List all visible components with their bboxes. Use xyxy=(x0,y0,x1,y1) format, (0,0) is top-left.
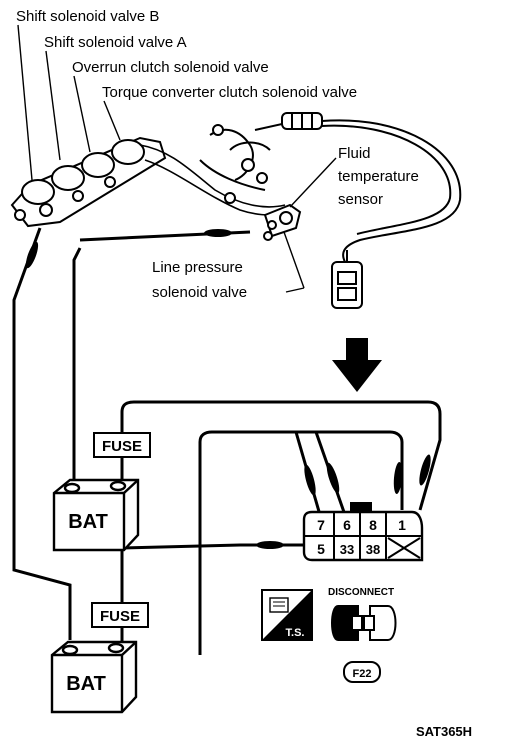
line-pressure-leader xyxy=(285,287,305,293)
label-overrun-clutch-solenoid-valve: Overrun clutch solenoid valve xyxy=(72,59,269,76)
disconnect-icon xyxy=(331,605,397,641)
label-torque-converter-clutch-solenoid-valve: Torque converter clutch solenoid valve xyxy=(102,84,357,101)
fuse-lower-label: FUSE xyxy=(100,608,140,625)
label-sensor: sensor xyxy=(338,191,383,208)
fuse-lower: FUSE xyxy=(91,602,149,628)
wiring-harness xyxy=(199,112,462,263)
fuse-upper: FUSE xyxy=(93,432,151,458)
label-shift-solenoid-valve-b: Shift solenoid valve B xyxy=(16,8,159,25)
label-temperature: temperature xyxy=(338,168,419,185)
pin-1: 1 xyxy=(398,517,406,533)
label-shift-solenoid-valve-a: Shift solenoid valve A xyxy=(44,34,187,51)
figure-id: SAT365H xyxy=(416,724,472,739)
battery-upper: BAT xyxy=(52,478,140,552)
battery-lower: BAT xyxy=(50,640,138,714)
label-solenoid-valve: solenoid valve xyxy=(152,284,247,301)
connector-id: F22 xyxy=(353,668,372,680)
line-pressure-leader-2 xyxy=(283,231,305,289)
connector-tab xyxy=(350,502,372,512)
harness-connector xyxy=(331,250,363,309)
down-arrow-icon xyxy=(332,338,382,392)
fluid-sensor-leader xyxy=(289,157,337,208)
label-leader-lines xyxy=(17,24,121,181)
solenoid-valve-assembly xyxy=(10,136,286,228)
battery-upper-label: BAT xyxy=(68,511,108,533)
connector-id-badge: F22 xyxy=(343,661,381,683)
ts-label: T.S. xyxy=(286,627,305,639)
pin-38: 38 xyxy=(366,542,380,557)
disconnect-label: DISCONNECT xyxy=(328,587,394,598)
pin-8: 8 xyxy=(369,517,377,533)
battery-lower-label: BAT xyxy=(66,673,106,695)
pin-33: 33 xyxy=(340,542,354,557)
connector-icon xyxy=(269,597,289,613)
pin-7: 7 xyxy=(317,517,325,533)
fluid-temperature-sensor xyxy=(263,203,302,241)
label-line-pressure: Line pressure xyxy=(152,259,243,276)
pin-5: 5 xyxy=(317,541,325,557)
wire-terminals xyxy=(25,229,431,549)
ts-symbol: T.S. xyxy=(261,589,313,641)
terminal-connector: 7 6 8 1 5 33 38 xyxy=(302,502,424,562)
fuse-upper-label: FUSE xyxy=(102,438,142,455)
label-fluid: Fluid xyxy=(338,145,371,162)
pin-6: 6 xyxy=(343,517,351,533)
